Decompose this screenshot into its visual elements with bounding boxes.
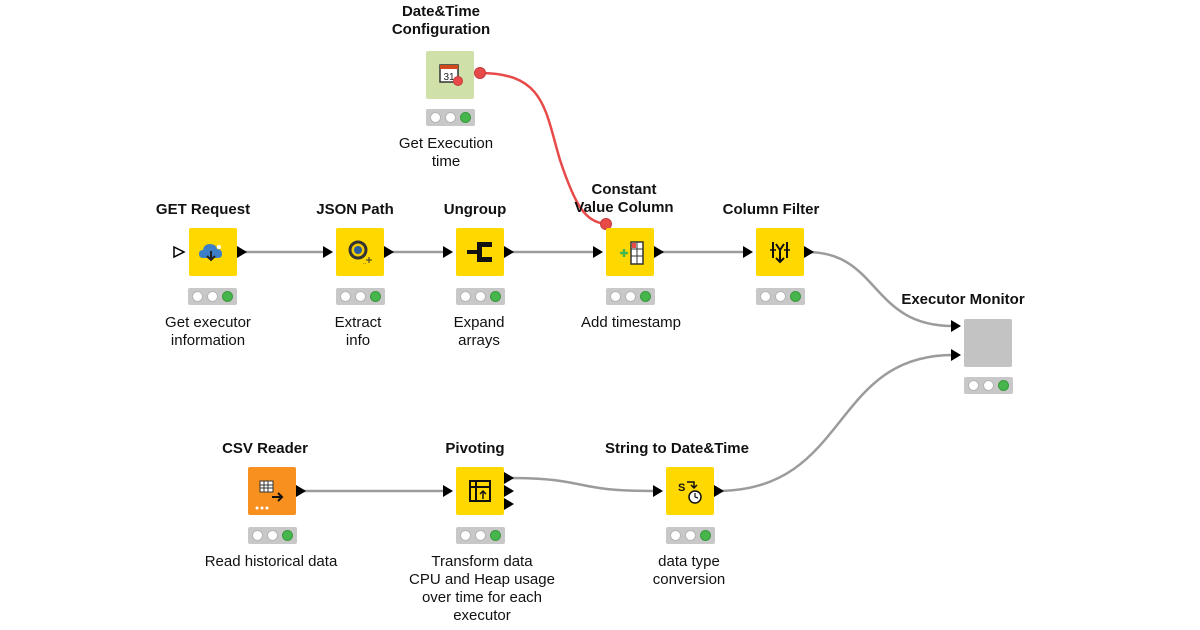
status-lights — [248, 527, 297, 544]
status-lights — [336, 288, 385, 305]
desc-line: data type — [658, 553, 720, 570]
desc-line: info — [345, 332, 371, 349]
desc-line: arrays — [458, 332, 500, 349]
pivot-icon — [469, 480, 491, 502]
svg-text:..: .. — [363, 260, 367, 266]
status-lights — [456, 288, 505, 305]
title-line: Date&Time — [401, 3, 481, 20]
wire-string-to-date-to-monitor[interactable] — [716, 353, 954, 493]
status-lights — [426, 109, 475, 126]
node-desc-datetime-config: Get Execution time — [399, 135, 493, 171]
status-lights — [666, 527, 715, 544]
json-path-icon: .. — [348, 240, 372, 266]
node-title-datetime-config: Date&Time Configuration — [392, 3, 490, 39]
output-port-2[interactable] — [504, 485, 514, 497]
node-constant-value-column[interactable] — [606, 228, 654, 276]
desc-line: Get executor — [165, 314, 251, 331]
output-port[interactable] — [384, 246, 394, 258]
node-title-executor-monitor: Executor Monitor — [901, 291, 1025, 308]
node-desc-json-path: Extract info — [335, 314, 382, 350]
input-port[interactable] — [951, 320, 961, 332]
desc-line: conversion — [652, 571, 726, 588]
node-title-column-filter: Column Filter — [722, 201, 820, 218]
node-get-request[interactable] — [189, 228, 237, 276]
node-desc-csv-reader: Read historical data — [204, 553, 338, 570]
ungroup-icon — [467, 242, 492, 262]
title-line: Configuration — [391, 21, 491, 38]
node-title-constant-value-column: Constant Value Column — [574, 181, 673, 217]
desc-line: time — [431, 153, 461, 170]
add-column-icon — [620, 241, 644, 265]
desc-line: Expand — [453, 314, 505, 331]
status-lights — [188, 288, 237, 305]
node-title-string-to-datetime: String to Date&Time — [605, 440, 749, 457]
cloud-download-icon — [199, 244, 222, 262]
node-desc-constant-value-column: Add timestamp — [580, 314, 682, 331]
output-port[interactable] — [504, 246, 514, 258]
node-desc-pivoting: Transform data CPU and Heap usage over t… — [409, 553, 555, 625]
node-title-csv-reader: CSV Reader — [222, 440, 308, 457]
input-port[interactable] — [443, 246, 453, 258]
output-port[interactable] — [804, 246, 814, 258]
svg-text:S: S — [678, 482, 685, 494]
status-lights — [964, 377, 1013, 394]
filter-columns-icon — [770, 242, 790, 264]
output-port[interactable] — [714, 485, 724, 497]
input-port[interactable] — [743, 246, 753, 258]
title-line: Value Column — [574, 199, 674, 216]
output-port-1[interactable] — [504, 472, 514, 484]
output-port[interactable] — [296, 485, 306, 497]
wire-column-filter-to-monitor[interactable] — [806, 250, 954, 328]
output-port[interactable] — [654, 246, 664, 258]
flow-variable-port-inner — [453, 76, 463, 86]
desc-line: Transform data — [431, 553, 533, 570]
desc-line: Extract — [334, 314, 382, 331]
input-port[interactable] — [593, 246, 603, 258]
title-line: Constant — [591, 181, 657, 198]
status-lights — [456, 527, 505, 544]
node-column-filter[interactable] — [756, 228, 804, 276]
status-lights — [606, 288, 655, 305]
node-title-pivoting: Pivoting — [445, 440, 505, 457]
input-port[interactable] — [443, 485, 453, 497]
flow-variable-wire[interactable] — [479, 71, 607, 226]
output-port[interactable] — [237, 246, 247, 258]
string-to-date-icon: S — [678, 481, 702, 504]
node-json-path[interactable]: .. — [336, 228, 384, 276]
node-pivoting[interactable] — [456, 467, 504, 515]
node-desc-get-request: Get executor information — [165, 314, 251, 350]
desc-line: executor — [453, 607, 511, 624]
flow-variable-out-port[interactable] — [474, 67, 486, 79]
calendar-icon: 31 — [439, 64, 459, 83]
desc-line: Get Execution — [398, 135, 494, 152]
node-title-get-request: GET Request — [155, 201, 251, 218]
desc-line: over time for each — [421, 589, 543, 606]
status-lights — [756, 288, 805, 305]
output-port-3[interactable] — [504, 498, 514, 510]
node-datetime-config[interactable]: 31 — [426, 51, 474, 99]
node-desc-string-to-datetime: data type conversion — [653, 553, 726, 589]
node-string-to-datetime[interactable]: S — [666, 467, 714, 515]
svg-text:31: 31 — [443, 72, 455, 83]
wire-pivoting-to-string-to-date[interactable] — [506, 476, 654, 493]
input-port[interactable] — [653, 485, 663, 497]
table-reader-icon — [255, 480, 284, 510]
node-title-ungroup: Ungroup — [443, 201, 507, 218]
node-desc-ungroup: Expand arrays — [454, 314, 505, 350]
node-executor-monitor[interactable] — [964, 319, 1012, 367]
node-ungroup[interactable] — [456, 228, 504, 276]
hollow-input-port[interactable] — [172, 245, 186, 259]
node-title-json-path: JSON Path — [316, 201, 394, 218]
input-port[interactable] — [951, 349, 961, 361]
desc-line: information — [170, 332, 246, 349]
input-port[interactable] — [323, 246, 333, 258]
desc-line: CPU and Heap usage — [409, 571, 555, 588]
node-csv-reader[interactable] — [248, 467, 296, 515]
